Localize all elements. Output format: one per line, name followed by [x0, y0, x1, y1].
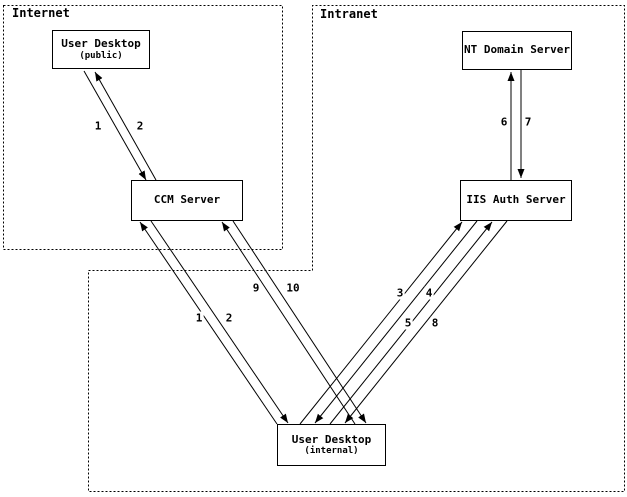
node-user-desktop-public-title: User Desktop: [61, 37, 141, 50]
node-nt-domain-server: NT Domain Server: [462, 31, 572, 70]
node-nt-domain-server-title: NT Domain Server: [464, 43, 570, 57]
edge-line-3-internal-to-iis: [299, 221, 463, 425]
node-iis-auth-server: IIS Auth Server: [460, 180, 572, 221]
intranet-zone-border: [88, 5, 625, 492]
edge-label-3: 3: [395, 286, 405, 300]
edge-label-8: 8: [430, 316, 440, 330]
edge-line-4-iis-to-internal: [314, 220, 478, 424]
edge-label-5: 5: [403, 316, 413, 330]
edge-label-2-public: 2: [135, 119, 145, 133]
node-user-desktop-public: User Desktop (public): [52, 30, 150, 69]
edge-line-1-public-to-ccm: [83, 70, 147, 181]
edge-line-1-internal-to-ccm: [139, 221, 278, 425]
internet-zone-label: Internet: [12, 6, 70, 20]
node-user-desktop-internal: User Desktop (internal): [277, 424, 386, 466]
edge-line-10-ccm-to-internal: [232, 220, 367, 424]
node-user-desktop-public-subtitle: (public): [79, 50, 123, 61]
edge-label-2-internal: 2: [224, 311, 234, 325]
edge-label-7: 7: [523, 115, 533, 129]
edge-line-2-ccm-to-internal: [150, 220, 289, 424]
edge-line-9-internal-to-ccm: [221, 221, 356, 425]
intranet-zone-label: Intranet: [320, 7, 378, 21]
edge-label-1-internal: 1: [194, 311, 204, 325]
internet-zone-border: [3, 5, 283, 250]
edge-line-8-iis-to-internal: [344, 220, 508, 424]
edge-label-6: 6: [499, 115, 509, 129]
edge-label-9: 9: [251, 281, 261, 295]
node-user-desktop-internal-subtitle: (internal): [304, 446, 359, 457]
edge-label-10: 10: [285, 281, 301, 295]
edge-label-4: 4: [424, 286, 434, 300]
edge-line-2-ccm-to-public: [94, 71, 157, 181]
node-user-desktop-internal-title: User Desktop: [291, 432, 372, 446]
node-ccm-server: CCM Server: [131, 180, 243, 221]
edge-label-1-public: 1: [93, 119, 103, 133]
node-ccm-server-title: CCM Server: [153, 193, 221, 207]
node-iis-auth-server-title: IIS Auth Server: [466, 193, 566, 207]
